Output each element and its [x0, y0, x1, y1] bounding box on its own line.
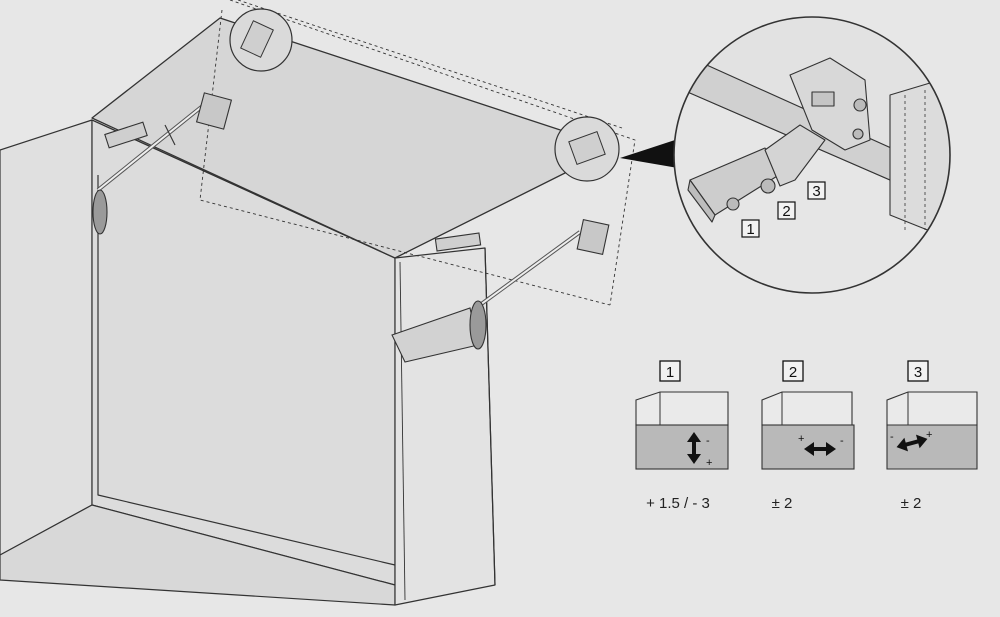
- adjustment-3-sign-plus: +: [926, 429, 932, 441]
- horizontal-arrow-icon: [804, 442, 836, 456]
- adjustment-1: 1 - + + 1.5 / - 3: [635, 360, 729, 512]
- adjustment-2-sign-plus: +: [798, 433, 804, 445]
- adjustment-2-number: 2: [789, 364, 797, 381]
- adjustment-1-number-box: [659, 360, 681, 382]
- hinge-marker-top: [229, 8, 293, 72]
- zoom-pointer: [620, 140, 678, 168]
- lift-mechanism-left: [92, 92, 233, 235]
- cabinet-left-side: [0, 119, 93, 556]
- hinge-detail-magnifier: [673, 16, 951, 294]
- callout-3-number: 3: [812, 183, 820, 200]
- adjustment-3-number-box: [907, 360, 929, 382]
- diagonal-arrow-icon: [896, 434, 928, 452]
- adjustment-2-sign-minus: -: [840, 435, 844, 447]
- adjustment-3-number: 3: [914, 364, 922, 381]
- callout-2-number: 2: [782, 203, 790, 220]
- adjustment-2-number-box: [782, 360, 804, 382]
- vertical-arrow-icon: [687, 432, 701, 464]
- callout-3: 3: [807, 181, 826, 200]
- callout-1-number: 1: [746, 221, 754, 238]
- adjustment-2: 2 + - ± 2: [761, 360, 855, 512]
- adjustment-1-sign-plus: +: [706, 457, 712, 469]
- adjustment-1-value: + 1.5 / - 3: [646, 495, 710, 512]
- cabinet-inner-outline: [97, 175, 396, 566]
- adjustment-3-value: ± 2: [901, 495, 922, 512]
- callout-1: 1: [741, 219, 760, 238]
- adjustment-2-value: ± 2: [772, 495, 793, 512]
- callout-2: 2: [777, 201, 796, 220]
- adjustment-3: 3 - + ± 2: [886, 360, 978, 512]
- adjustment-1-number: 1: [666, 364, 674, 381]
- adjustment-3-sign-minus: -: [890, 431, 894, 443]
- hinge-marker-right: [554, 116, 620, 182]
- adjustment-1-sign-minus: -: [706, 435, 710, 447]
- lift-mechanism-right: [391, 218, 610, 363]
